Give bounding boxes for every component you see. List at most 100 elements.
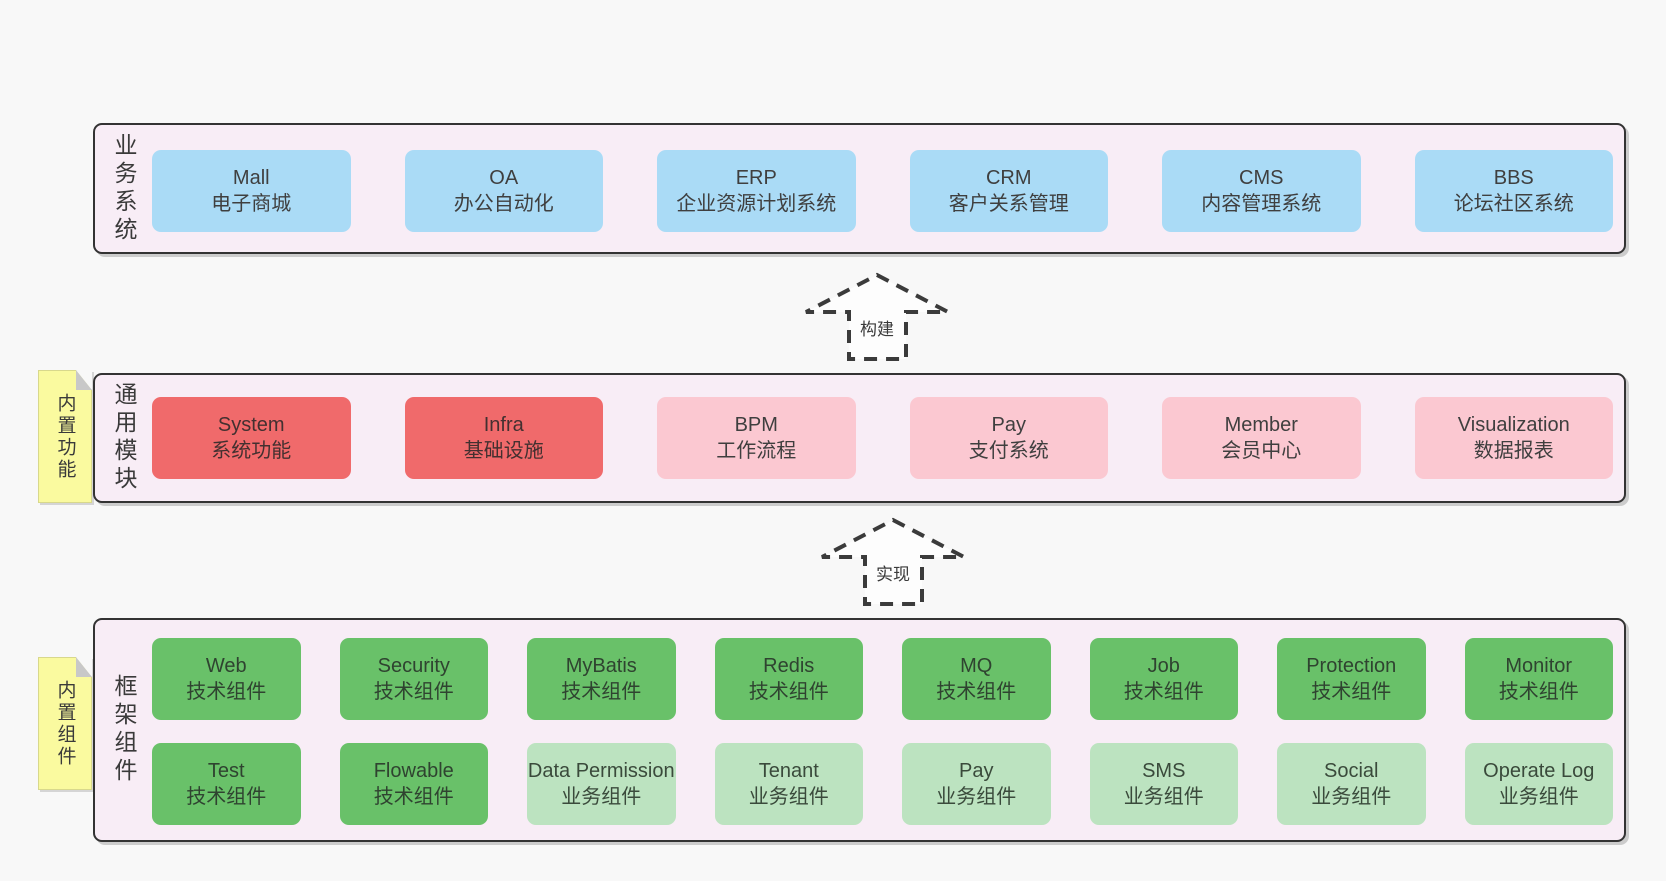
- box-mall-name: Mall: [232, 167, 270, 189]
- box-mq-name: MQ: [960, 655, 993, 677]
- arrow-implement: 实现: [818, 516, 968, 608]
- box-social-name: Social: [1324, 760, 1379, 782]
- box-data-permission-desc: 业务组件: [561, 786, 642, 808]
- box-job: Job 技术组件: [1089, 638, 1238, 720]
- box-pay-biz: Pay 业务组件: [902, 743, 1051, 825]
- box-social: Social 业务组件: [1277, 743, 1426, 825]
- box-cms-name: CMS: [1239, 167, 1284, 189]
- box-redis-desc: 技术组件: [748, 681, 829, 703]
- components-row-top: Web 技术组件 Security 技术组件 MyBatis 技术组件 Redi…: [152, 638, 1613, 720]
- box-bpm: BPM 工作流程: [657, 397, 856, 479]
- box-bbs-desc: 论坛社区系统: [1453, 193, 1574, 215]
- layer-framework-components: 框架组件 Web 技术组件 Security 技术组件 MyBatis 技术组件…: [93, 618, 1626, 842]
- box-test-desc: 技术组件: [186, 786, 267, 808]
- box-infra-name: Infra: [483, 414, 524, 436]
- up-arrow-icon: [821, 517, 965, 606]
- up-arrow-icon: [805, 272, 949, 361]
- box-erp: ERP 企业资源计划系统: [657, 150, 856, 232]
- layer-label-components: 框架组件: [111, 674, 137, 786]
- sticky-note-built-in-functions: 内置功能: [38, 370, 92, 503]
- box-oa-name: OA: [489, 167, 519, 189]
- box-crm-name: CRM: [985, 167, 1032, 189]
- box-system-desc: 系统功能: [211, 440, 292, 462]
- layer-business-systems: 业务系统 Mall 电子商城 OA 办公自动化 ERP 企业资源计划系统 CRM…: [93, 123, 1626, 254]
- box-bbs-name: BBS: [1493, 167, 1534, 189]
- arrow-implement-label: 实现: [876, 565, 910, 584]
- box-system-name: System: [217, 414, 285, 436]
- box-operate-log-name: Operate Log: [1483, 760, 1595, 782]
- box-mybatis: MyBatis 技术组件: [527, 638, 676, 720]
- box-pay-name: Pay: [991, 414, 1026, 436]
- sticky-note-built-in-components-label: 内置组件: [54, 679, 76, 768]
- box-crm: CRM 客户关系管理: [909, 150, 1108, 232]
- box-pay-biz-desc: 业务组件: [936, 786, 1017, 808]
- box-monitor-desc: 技术组件: [1498, 681, 1579, 703]
- box-operate-log: Operate Log 业务组件: [1464, 743, 1613, 825]
- box-visualization-desc: 数据报表: [1473, 440, 1554, 462]
- box-visualization-name: Visualization: [1457, 414, 1570, 436]
- box-pay-desc: 支付系统: [968, 440, 1049, 462]
- box-pay-biz-name: Pay: [959, 760, 994, 782]
- box-mall: Mall 电子商城: [152, 150, 351, 232]
- box-sms: SMS 业务组件: [1089, 743, 1238, 825]
- box-social-desc: 业务组件: [1311, 786, 1392, 808]
- box-security-name: Security: [377, 655, 450, 677]
- box-protection-desc: 技术组件: [1311, 681, 1392, 703]
- layer-common-modules: 通用模块 System 系统功能 Infra 基础设施 BPM 工作流程 Pay…: [93, 373, 1626, 503]
- arrow-build: 构建: [802, 271, 952, 363]
- box-pay: Pay 支付系统: [909, 397, 1108, 479]
- box-operate-log-desc: 业务组件: [1498, 786, 1579, 808]
- box-oa-desc: 办公自动化: [453, 193, 554, 215]
- box-protection-name: Protection: [1306, 655, 1397, 677]
- box-tenant-desc: 业务组件: [748, 786, 829, 808]
- box-bpm-name: BPM: [734, 414, 778, 436]
- box-member: Member 会员中心: [1162, 397, 1361, 479]
- box-tenant: Tenant 业务组件: [714, 743, 863, 825]
- box-job-desc: 技术组件: [1123, 681, 1204, 703]
- box-web-name: Web: [205, 655, 247, 677]
- box-flowable-desc: 技术组件: [373, 786, 454, 808]
- box-bpm-desc: 工作流程: [716, 440, 797, 462]
- layer-label-modules: 通用模块: [111, 382, 137, 494]
- box-monitor-name: Monitor: [1505, 655, 1573, 677]
- box-crm-desc: 客户关系管理: [948, 193, 1069, 215]
- sticky-note-built-in-components: 内置组件: [38, 657, 92, 790]
- box-visualization: Visualization 数据报表: [1414, 397, 1613, 479]
- box-redis-name: Redis: [763, 655, 815, 677]
- box-erp-desc: 企业资源计划系统: [676, 193, 837, 215]
- box-mq: MQ 技术组件: [902, 638, 1051, 720]
- box-tenant-name: Tenant: [758, 760, 819, 782]
- layer-label-business: 业务系统: [111, 132, 137, 245]
- box-data-permission: Data Permission 业务组件: [527, 743, 676, 825]
- box-flowable-name: Flowable: [373, 760, 454, 782]
- box-web-desc: 技术组件: [186, 681, 267, 703]
- box-job-name: Job: [1147, 655, 1180, 677]
- box-security-desc: 技术组件: [373, 681, 454, 703]
- box-erp-name: ERP: [735, 167, 777, 189]
- box-cms: CMS 内容管理系统: [1162, 150, 1361, 232]
- components-row-bottom: Test 技术组件 Flowable 技术组件 Data Permission …: [152, 743, 1613, 825]
- box-bbs: BBS 论坛社区系统: [1414, 150, 1613, 232]
- box-monitor: Monitor 技术组件: [1464, 638, 1613, 720]
- box-mall-desc: 电子商城: [211, 193, 292, 215]
- box-mq-desc: 技术组件: [936, 681, 1017, 703]
- box-mybatis-desc: 技术组件: [561, 681, 642, 703]
- box-redis: Redis 技术组件: [714, 638, 863, 720]
- box-security: Security 技术组件: [339, 638, 488, 720]
- box-sms-desc: 业务组件: [1123, 786, 1204, 808]
- business-boxes-row: Mall 电子商城 OA 办公自动化 ERP 企业资源计划系统 CRM 客户关系…: [152, 150, 1613, 232]
- box-system: System 系统功能: [152, 397, 351, 479]
- box-cms-desc: 内容管理系统: [1201, 193, 1322, 215]
- box-infra-desc: 基础设施: [463, 440, 544, 462]
- box-infra: Infra 基础设施: [404, 397, 603, 479]
- box-member-name: Member: [1224, 414, 1298, 436]
- box-test-name: Test: [207, 760, 245, 782]
- box-sms-name: SMS: [1142, 760, 1186, 782]
- modules-boxes-row: System 系统功能 Infra 基础设施 BPM 工作流程 Pay 支付系统…: [152, 397, 1613, 479]
- box-protection: Protection 技术组件: [1277, 638, 1426, 720]
- sticky-note-built-in-functions-label: 内置功能: [54, 392, 76, 481]
- box-flowable: Flowable 技术组件: [339, 743, 488, 825]
- box-member-desc: 会员中心: [1221, 440, 1302, 462]
- box-mybatis-name: MyBatis: [565, 655, 637, 677]
